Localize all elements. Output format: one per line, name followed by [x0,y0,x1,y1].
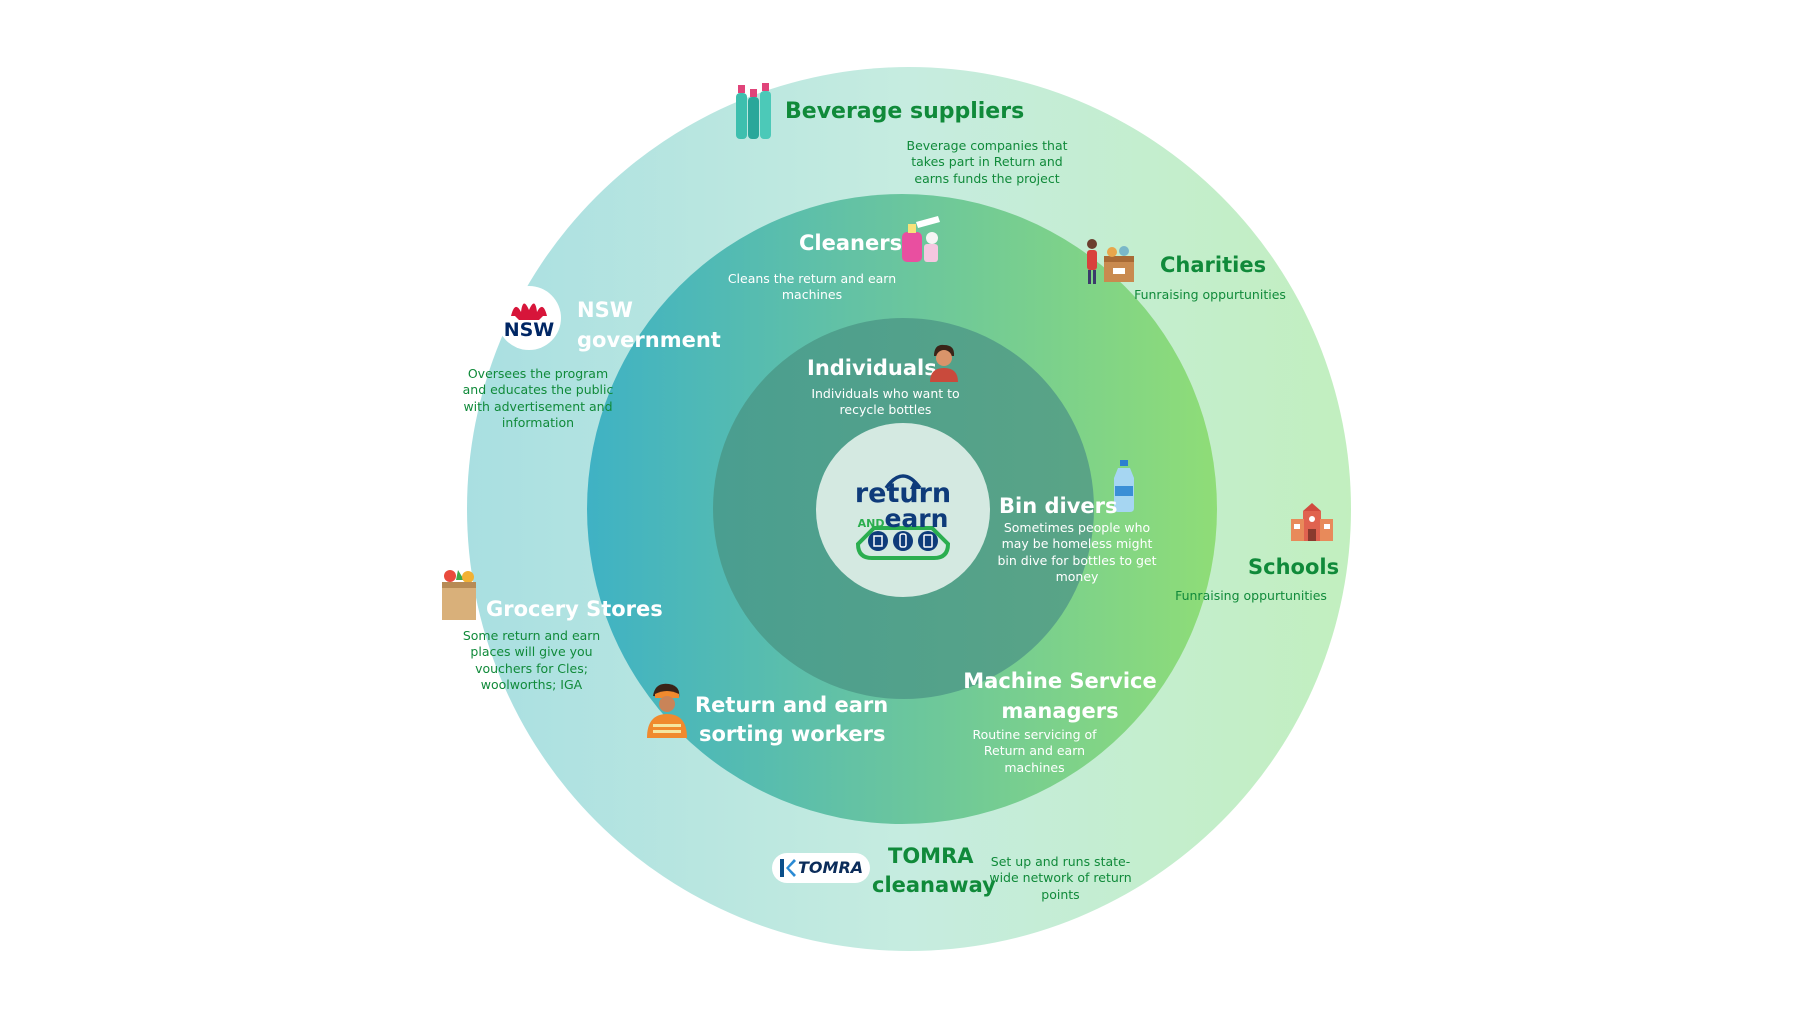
sorting-workers-title-line1: Return and earn [695,693,889,717]
individuals-desc: Individuals who want to recycle bottles [811,386,960,418]
donation-box-icon [1087,239,1134,284]
tomra-logo: TOMRA [772,853,870,883]
bin-divers-desc: Sometimes people who may be homeless mig… [997,520,1157,584]
grocery-stores-desc: Some return and earn places will give yo… [462,628,601,692]
school-building-icon [1291,503,1333,541]
sorting-workers-title-line2: sorting workers [699,722,886,746]
grocery-bag-icon [442,570,476,620]
logo-word-and: AND [857,517,885,530]
bottles-icon [736,83,771,139]
cleaners-desc: Cleans the return and earn machines [727,271,897,303]
beverage-suppliers-desc: Beverage companies that takes part in Re… [906,138,1068,186]
tomra-title-line1: TOMRA [888,844,974,868]
worker-icon [647,683,687,738]
logo-word-earn: earn [884,504,949,533]
nsw-title-line2: government [577,328,721,352]
water-bottle-icon [1114,460,1134,512]
machine-service-desc: Routine servicing of Return and earn mac… [972,727,1097,775]
logo-word-and-earn: ANDearn [848,506,958,531]
schools-desc: Funraising oppurtunities [1175,588,1327,603]
machine-service-title-line1: Machine Service [963,669,1157,693]
return-and-earn-logo: return ANDearn [848,462,958,562]
center-circle [816,423,990,597]
cleaning-supplies-icon [902,216,940,262]
waratah-icon [511,303,547,320]
nsw-logo-text: NSW [503,319,555,341]
logo-word-return: return [854,478,952,509]
person-icon [930,344,958,382]
beverage-suppliers-title: Beverage suppliers [785,99,1025,124]
tomra-mark-icon [780,859,796,877]
nsw-logo: NSW [497,286,561,350]
individuals-title: Individuals [807,356,937,380]
charities-desc: Funraising oppurtunities [1134,287,1286,302]
nsw-title-line1: NSW [577,298,633,322]
machine-service-title-line2: managers [1001,699,1119,723]
tomra-logo-text: TOMRA [798,858,864,877]
bin-divers-title: Bin divers [999,494,1118,518]
charities-title: Charities [1160,253,1267,277]
tomra-desc: Set up and runs state-wide network of re… [989,854,1132,902]
grocery-stores-title: Grocery Stores [486,597,663,621]
logo-arrow-icon [855,474,951,560]
nsw-desc: Oversees the program and educates the pu… [462,366,614,430]
schools-title: Schools [1248,555,1340,579]
cleaners-title: Cleaners [799,231,903,255]
tomra-title-line2: cleanaway [872,873,996,897]
